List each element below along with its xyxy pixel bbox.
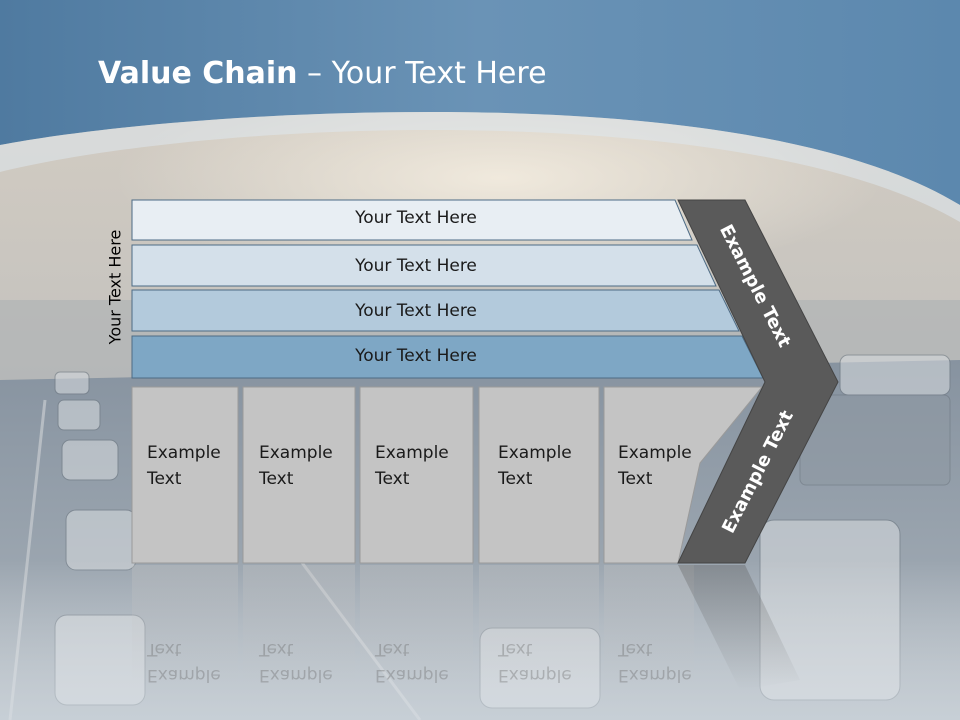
activity-box-5	[603, 386, 764, 564]
activity-box-4	[478, 386, 600, 564]
chevron-reflection	[678, 565, 800, 690]
row-bar-3	[131, 289, 740, 332]
box-reflection	[243, 565, 355, 685]
activity-box-3	[359, 386, 474, 564]
row-label-2: Your Text Here	[355, 256, 477, 276]
margin-chevron	[677, 199, 839, 564]
page-title: Value Chain – Your Text Here	[98, 56, 547, 91]
row-bar-1	[131, 199, 693, 241]
activity-box-2	[242, 386, 356, 564]
box-reflection	[479, 565, 599, 685]
row-label-3: Your Text Here	[355, 301, 477, 321]
activity-box-1	[131, 386, 239, 564]
box-reflection	[360, 565, 473, 685]
box-reflection	[132, 565, 238, 685]
row-bar-2	[131, 244, 717, 287]
row-label-1: Your Text Here	[355, 208, 477, 228]
box-reflection	[604, 565, 694, 685]
row-label-4: Your Text Here	[355, 346, 477, 366]
